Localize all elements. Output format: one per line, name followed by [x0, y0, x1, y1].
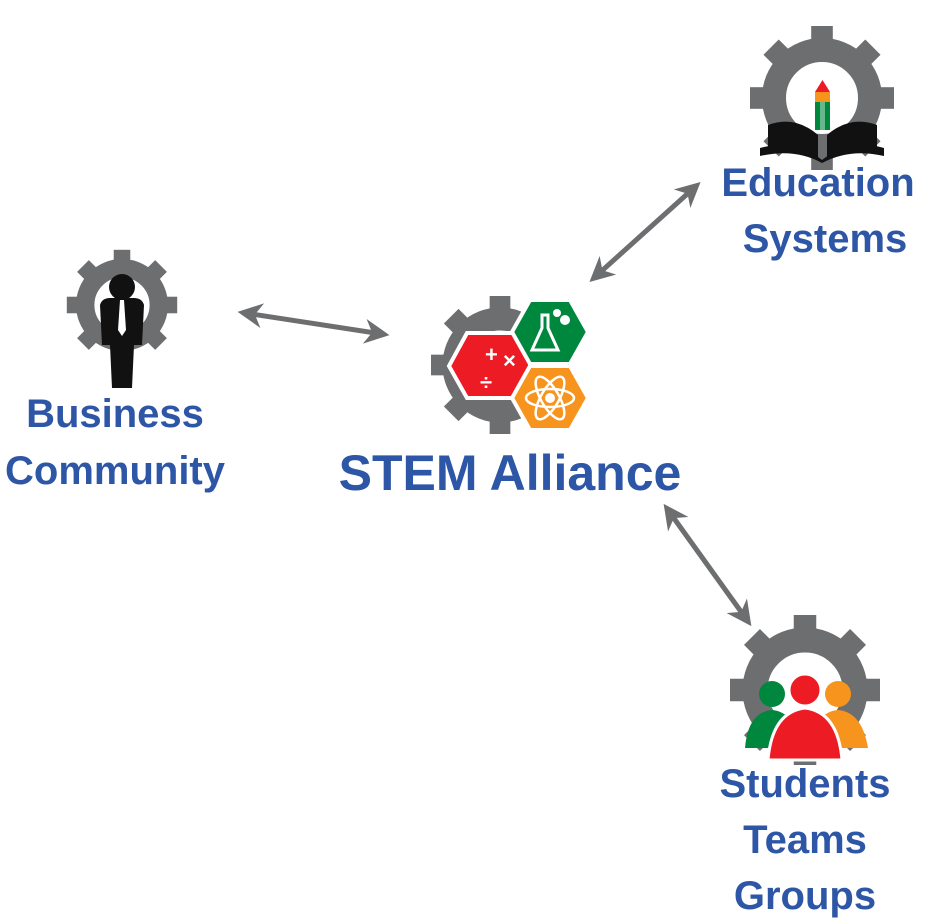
svg-text:+: + [485, 342, 498, 367]
students-label-line2: Teams [743, 818, 867, 862]
stem-gear-icon: + × ÷ [431, 296, 591, 434]
arrow-business-stem [237, 303, 390, 344]
students-label-line1: Students [719, 762, 890, 806]
business-label-line2: Community [5, 449, 226, 493]
book-pencil-gear-icon [750, 26, 894, 170]
education-label-line2: Systems [743, 217, 908, 261]
stem-alliance-label: STEM Alliance [339, 445, 682, 501]
people-gear-icon [730, 615, 880, 765]
education-label-line1: Education [721, 161, 914, 205]
business-label-line1: Business [26, 392, 204, 436]
businessman-gear-icon [67, 250, 177, 388]
svg-text:×: × [503, 348, 516, 373]
arrow-stem-students [663, 503, 752, 627]
students-label-line3: Groups [734, 874, 876, 918]
arrow-stem-education [589, 181, 701, 283]
svg-text:÷: ÷ [480, 370, 492, 395]
